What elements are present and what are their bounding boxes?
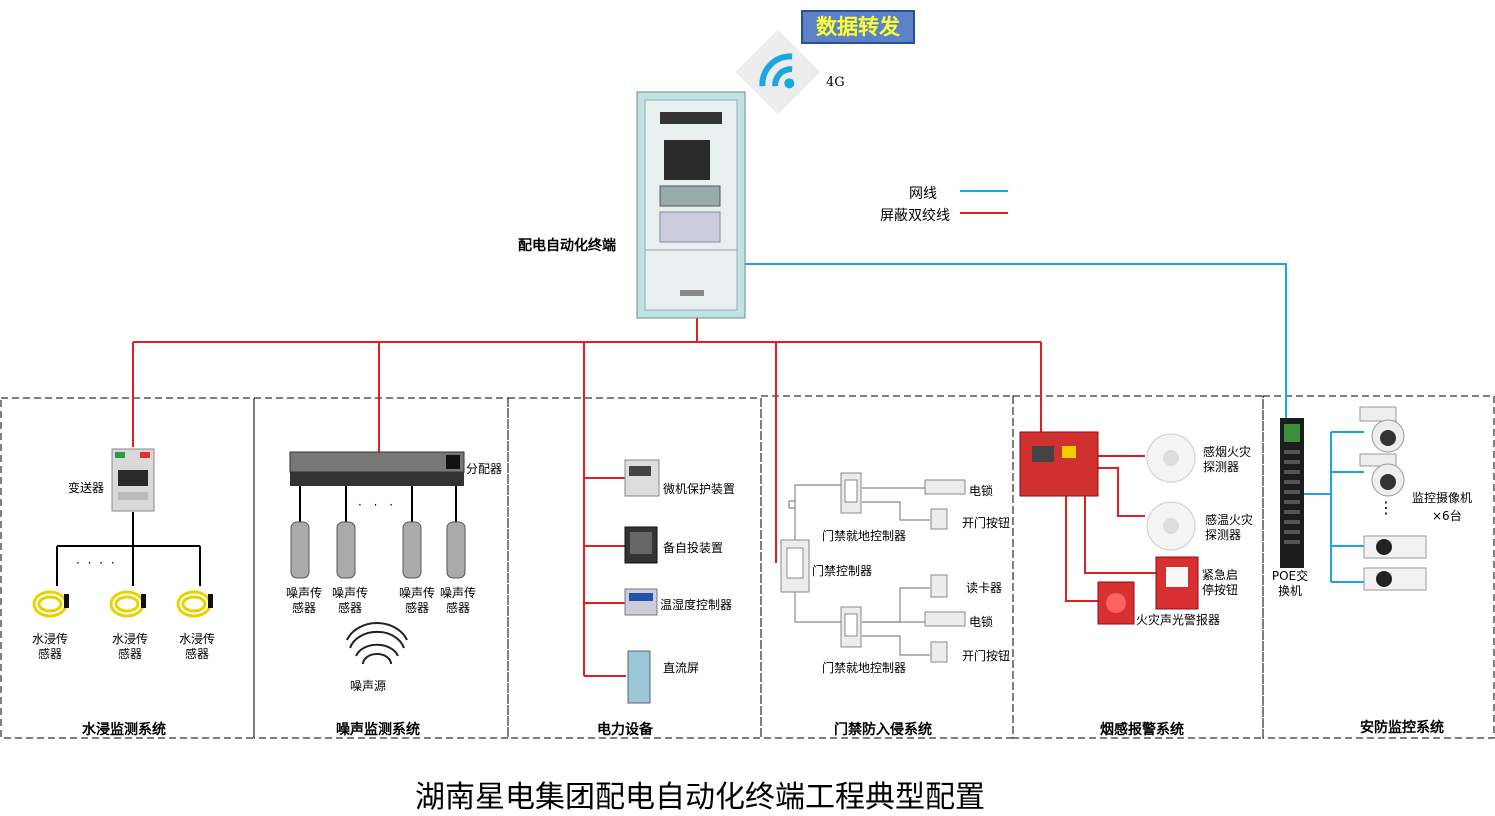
- system-title-security: 安防监控系统: [1360, 720, 1444, 736]
- fire-device-icons: [1019, 431, 1199, 625]
- main-controller-label: 门禁控制器: [812, 564, 873, 578]
- splitter-icon: [289, 451, 465, 486]
- local-controller-label-1: 门禁就地控制器: [822, 529, 907, 543]
- poe-switch-label: POE交换机: [1271, 569, 1309, 598]
- noise-sensor-label-3: 噪声传感器: [398, 586, 435, 615]
- camera-icons: [1359, 406, 1427, 591]
- noise-dots: · · ·: [358, 498, 398, 512]
- system-frames: [0, 395, 1495, 739]
- access-wiring: [788, 484, 930, 656]
- poe-switch-icon: [1280, 418, 1304, 568]
- blue-network: [745, 263, 1364, 583]
- open-button-label-1: 开门按钮: [962, 516, 1011, 530]
- noise-source-icon: [346, 622, 408, 665]
- transmitter-icon: [111, 448, 155, 512]
- camera-dots: ⋮: [1378, 498, 1394, 517]
- power-item-3: 温湿度控制器: [660, 598, 733, 612]
- terminal-label: 配电自动化终端: [518, 238, 616, 254]
- water-sensor-label-2: 水浸传感器: [111, 632, 148, 661]
- system-title-power: 电力设备: [597, 722, 653, 738]
- legend-twisted-label: 屏蔽双绞线: [880, 208, 950, 224]
- data-forward-badge: 数据转发: [801, 10, 915, 44]
- emergency-button-label: 紧急启停按钮: [1202, 568, 1239, 597]
- water-wiring: [56, 512, 201, 586]
- camera-label: 监控摄像机: [1412, 491, 1473, 505]
- noise-sensor-icons: [290, 521, 466, 579]
- system-title-fire: 烟感报警系统: [1100, 722, 1184, 738]
- noise-wiring: [299, 486, 457, 522]
- red-bus: [132, 318, 1158, 677]
- noise-sensor-label-4: 噪声传感器: [439, 586, 476, 615]
- smoke-detector-label: 感烟火灾探测器: [1203, 445, 1252, 474]
- open-button-label-2: 开门按钮: [962, 649, 1011, 663]
- main-title: 湖南星电集团配电自动化终端工程典型配置: [415, 780, 985, 815]
- power-item-4: 直流屏: [663, 661, 700, 675]
- heat-detector-label: 感温火灾探测器: [1205, 513, 1254, 542]
- power-device-icons: [624, 459, 660, 704]
- water-sensor-label-3: 水浸传感器: [178, 632, 215, 661]
- terminal-cabinet-icon: [636, 91, 746, 319]
- transmitter-label: 变送器: [68, 481, 105, 495]
- access-device-icons: [780, 472, 966, 663]
- signal-label: 4G: [826, 75, 845, 90]
- local-controller-label-2: 门禁就地控制器: [822, 661, 907, 675]
- system-title-access: 门禁防入侵系统: [834, 722, 932, 738]
- noise-source-label: 噪声源: [350, 679, 387, 693]
- reader-label: 读卡器: [966, 581, 1003, 595]
- lock-label-1: 电锁: [969, 484, 994, 498]
- splitter-label: 分配器: [466, 462, 503, 476]
- camera-count: ×6台: [1432, 509, 1462, 523]
- water-sensor-label-1: 水浸传感器: [31, 632, 68, 661]
- noise-sensor-label-1: 噪声传感器: [285, 586, 322, 615]
- system-title-noise: 噪声监测系统: [336, 722, 420, 738]
- power-item-2: 备自投装置: [663, 541, 724, 555]
- power-item-1: 微机保护装置: [663, 482, 736, 496]
- water-sensor-icons: [32, 590, 212, 618]
- wifi-signal-icon: [735, 29, 821, 115]
- lock-label-2: 电锁: [969, 615, 994, 629]
- water-dots-left: · · · ·: [76, 556, 117, 570]
- system-title-water: 水浸监测系统: [82, 722, 166, 738]
- fire-alarm-label: 火灾声光警报器: [1136, 613, 1221, 627]
- noise-sensor-label-2: 噪声传感器: [331, 586, 368, 615]
- frame-security: [1262, 395, 1495, 739]
- legend-net-label: 网线: [909, 186, 937, 202]
